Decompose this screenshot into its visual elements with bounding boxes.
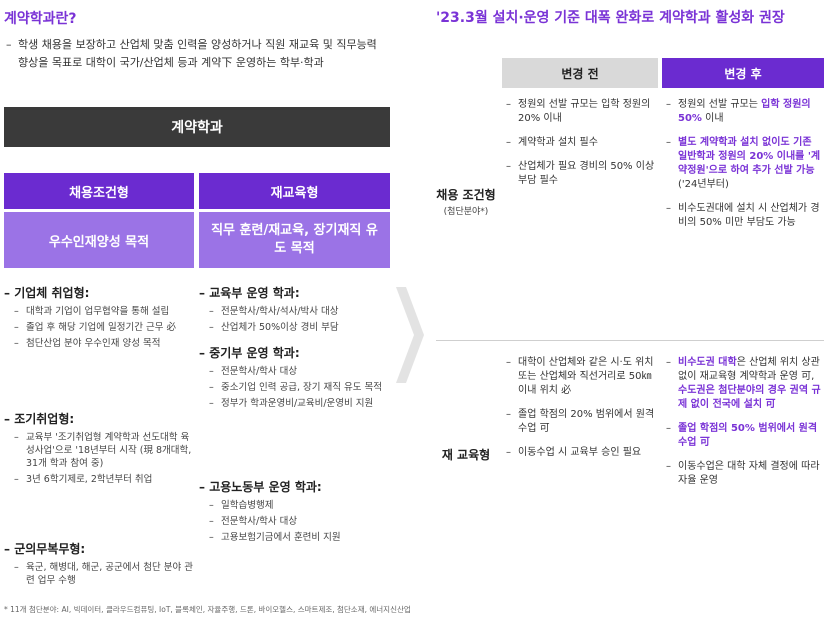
row-retrain-label-main: 재 교육형 [441,448,491,462]
after-item: 비수도권 대학은 산업체 위치 상관 없이 재교육형 계약학과 운영 可, 수도권… [664,356,824,412]
main-label-bar: 계약학과 [4,107,390,147]
after-text: 비수도권대에 설치 시 산업체가 경비의 50% 미만 부담도 가능 [678,203,820,228]
group-item: 정부가 학과운영비/교육비/운영비 지원 [199,397,389,410]
after-highlight: 비수도권 대학 [678,357,737,368]
group-title: 고용노동부 운영 학과: [199,478,389,495]
left-description-text: 학생 채용을 보장하고 산업체 맞춤 인력을 양성하거나 직원 재교육 및 직무… [18,38,377,69]
row-recruit-before: 정원외 선발 규모는 입학 정원의 20% 이내 계약학과 설치 필수 산업체가… [504,98,658,198]
row-recruit-label: 채용 조건형 (첨단분야*) [434,186,498,217]
after-item: 비수도권대에 설치 시 산업체가 경비의 50% 미만 부담도 가능 [664,202,824,230]
after-highlight: 별도 계약학과 설치 없이도 기존 일반학과 정원의 20% 이내를 '계약정원… [678,137,821,176]
group-mol: 고용노동부 운영 학과: 일학습병행제 전문학사/학사 대상 고용보험기금에서 … [199,478,389,547]
right-title: '23.3월 설치·운영 기준 대폭 완화로 계약학과 활성화 권장 [436,10,785,26]
after-highlight: 입학 정원의 50% [678,99,811,124]
group-moe: 교육부 운영 학과: 전문학사/학사/석사/박사 대상 산업체가 50%이상 경… [199,284,389,337]
group-title: 조기취업형: [4,410,194,427]
before-item: 산업체가 필요 경비의 50% 이상 부담 필수 [504,160,658,188]
group-mss: 중기부 운영 학과: 전문학사/학사 대상 중소기업 인력 공급, 장기 재직 … [199,344,389,413]
type-retrain-header: 재교육형 [199,173,390,209]
group-item: 고용보험기금에서 훈련비 지원 [199,531,389,544]
group-title: 교육부 운영 학과: [199,284,389,301]
before-item: 졸업 학점의 20% 범위에서 원격 수업 可 [504,408,658,436]
group-item: 전문학사/학사/석사/박사 대상 [199,305,389,318]
group-item: 3년 6학기제로, 2학년부터 취업 [4,473,194,486]
after-text: 이내 [701,113,724,124]
left-title: 계약학과란? [4,11,77,27]
before-item: 계약학과 설치 필수 [504,136,658,150]
type-recruit-header: 채용조건형 [4,173,194,209]
after-highlight: 졸업 학점의 50% 범위에서 원격 수업 可 [678,423,818,448]
group-item: 육군, 해병대, 해군, 공군에서 첨단 분야 관련 업무 수행 [4,561,194,587]
after-text: 정원외 선발 규모는 [678,99,762,110]
group-title: 군의무복무형: [4,540,194,557]
group-item: 전문학사/학사 대상 [199,365,389,378]
left-description: – 학생 채용을 보장하고 산업체 맞춤 인력을 양성하거나 직원 재교육 및 … [6,36,386,72]
after-item: 이동수업은 대학 자체 결정에 따라 자율 운영 [664,460,824,488]
row-recruit-after: 정원외 선발 규모는 입학 정원의 50% 이내 별도 계약학과 설치 없이도 … [664,98,824,240]
group-item: 산업체가 50%이상 경비 부담 [199,321,389,334]
after-item: 졸업 학점의 50% 범위에서 원격 수업 可 [664,422,824,450]
after-highlight: 수도권은 첨단분야의 경우 권역 규제 없이 전국에 설치 可 [678,385,821,410]
group-item: 전문학사/학사 대상 [199,515,389,528]
footnote: * 11개 첨단분야: AI, 빅데이터, 클라우드컴퓨팅, IoT, 블록체인… [4,605,411,614]
row-retrain-after: 비수도권 대학은 산업체 위치 상관 없이 재교육형 계약학과 운영 可, 수도권… [664,356,824,498]
column-before-header: 변경 전 [502,58,658,88]
type-recruit-goal: 우수인재양성 목적 [4,212,194,268]
group-item: 일학습병행제 [199,499,389,512]
after-text: 이동수업은 대학 자체 결정에 따라 자율 운영 [678,461,820,486]
after-item: 정원외 선발 규모는 입학 정원의 50% 이내 [664,98,824,126]
group-item: 첨단산업 분야 우수인재 양성 목적 [4,337,194,350]
row-retrain-label: 재 교육형 [434,446,498,464]
before-item: 대학이 산업체와 같은 시·도 위치 또는 산업체와 직선거리로 50㎞ 이내 … [504,356,658,398]
group-item: 중소기업 인력 공급, 장기 재직 유도 목적 [199,381,389,394]
group-military: 군의무복무형: 육군, 해병대, 해군, 공군에서 첨단 분야 관련 업무 수행 [4,540,194,590]
after-item: 별도 계약학과 설치 없이도 기존 일반학과 정원의 20% 이내를 '계약정원… [664,136,824,192]
group-item: 졸업 후 해당 기업에 일정기간 근무 必 [4,321,194,334]
row-divider [436,340,824,341]
group-title: 중기부 운영 학과: [199,344,389,361]
row-retrain-before: 대학이 산업체와 같은 시·도 위치 또는 산업체와 직선거리로 50㎞ 이내 … [504,356,658,470]
row-recruit-label-main: 채용 조건형 [436,188,496,202]
group-item: 대학과 기업이 업무협약을 통해 설립 [4,305,194,318]
after-text: ('24년부터) [678,179,729,190]
group-company-employment: 기업체 취업형: 대학과 기업이 업무협약을 통해 설립 졸업 후 해당 기업에… [4,284,194,353]
group-early-employment: 조기취업형: 교육부 '조기취업형 계약학과 선도대학 육성사업'으로 '18년… [4,410,194,489]
before-item: 정원외 선발 규모는 입학 정원의 20% 이내 [504,98,658,126]
type-retrain-goal: 직무 훈련/재교육, 장기재직 유도 목적 [199,212,390,268]
group-item: 교육부 '조기취업형 계약학과 선도대학 육성사업'으로 '18년부터 시작 (… [4,431,194,470]
row-recruit-label-sub: (첨단분야*) [443,207,489,217]
chevron-right-icon [396,287,424,383]
after-text: 은 산업체 위치 상관 없이 재교육형 계약학과 운영 可, [678,357,820,382]
group-title: 기업체 취업형: [4,284,194,301]
before-item: 이동수업 시 교육부 승인 필요 [504,446,658,460]
column-after-header: 변경 후 [662,58,824,88]
